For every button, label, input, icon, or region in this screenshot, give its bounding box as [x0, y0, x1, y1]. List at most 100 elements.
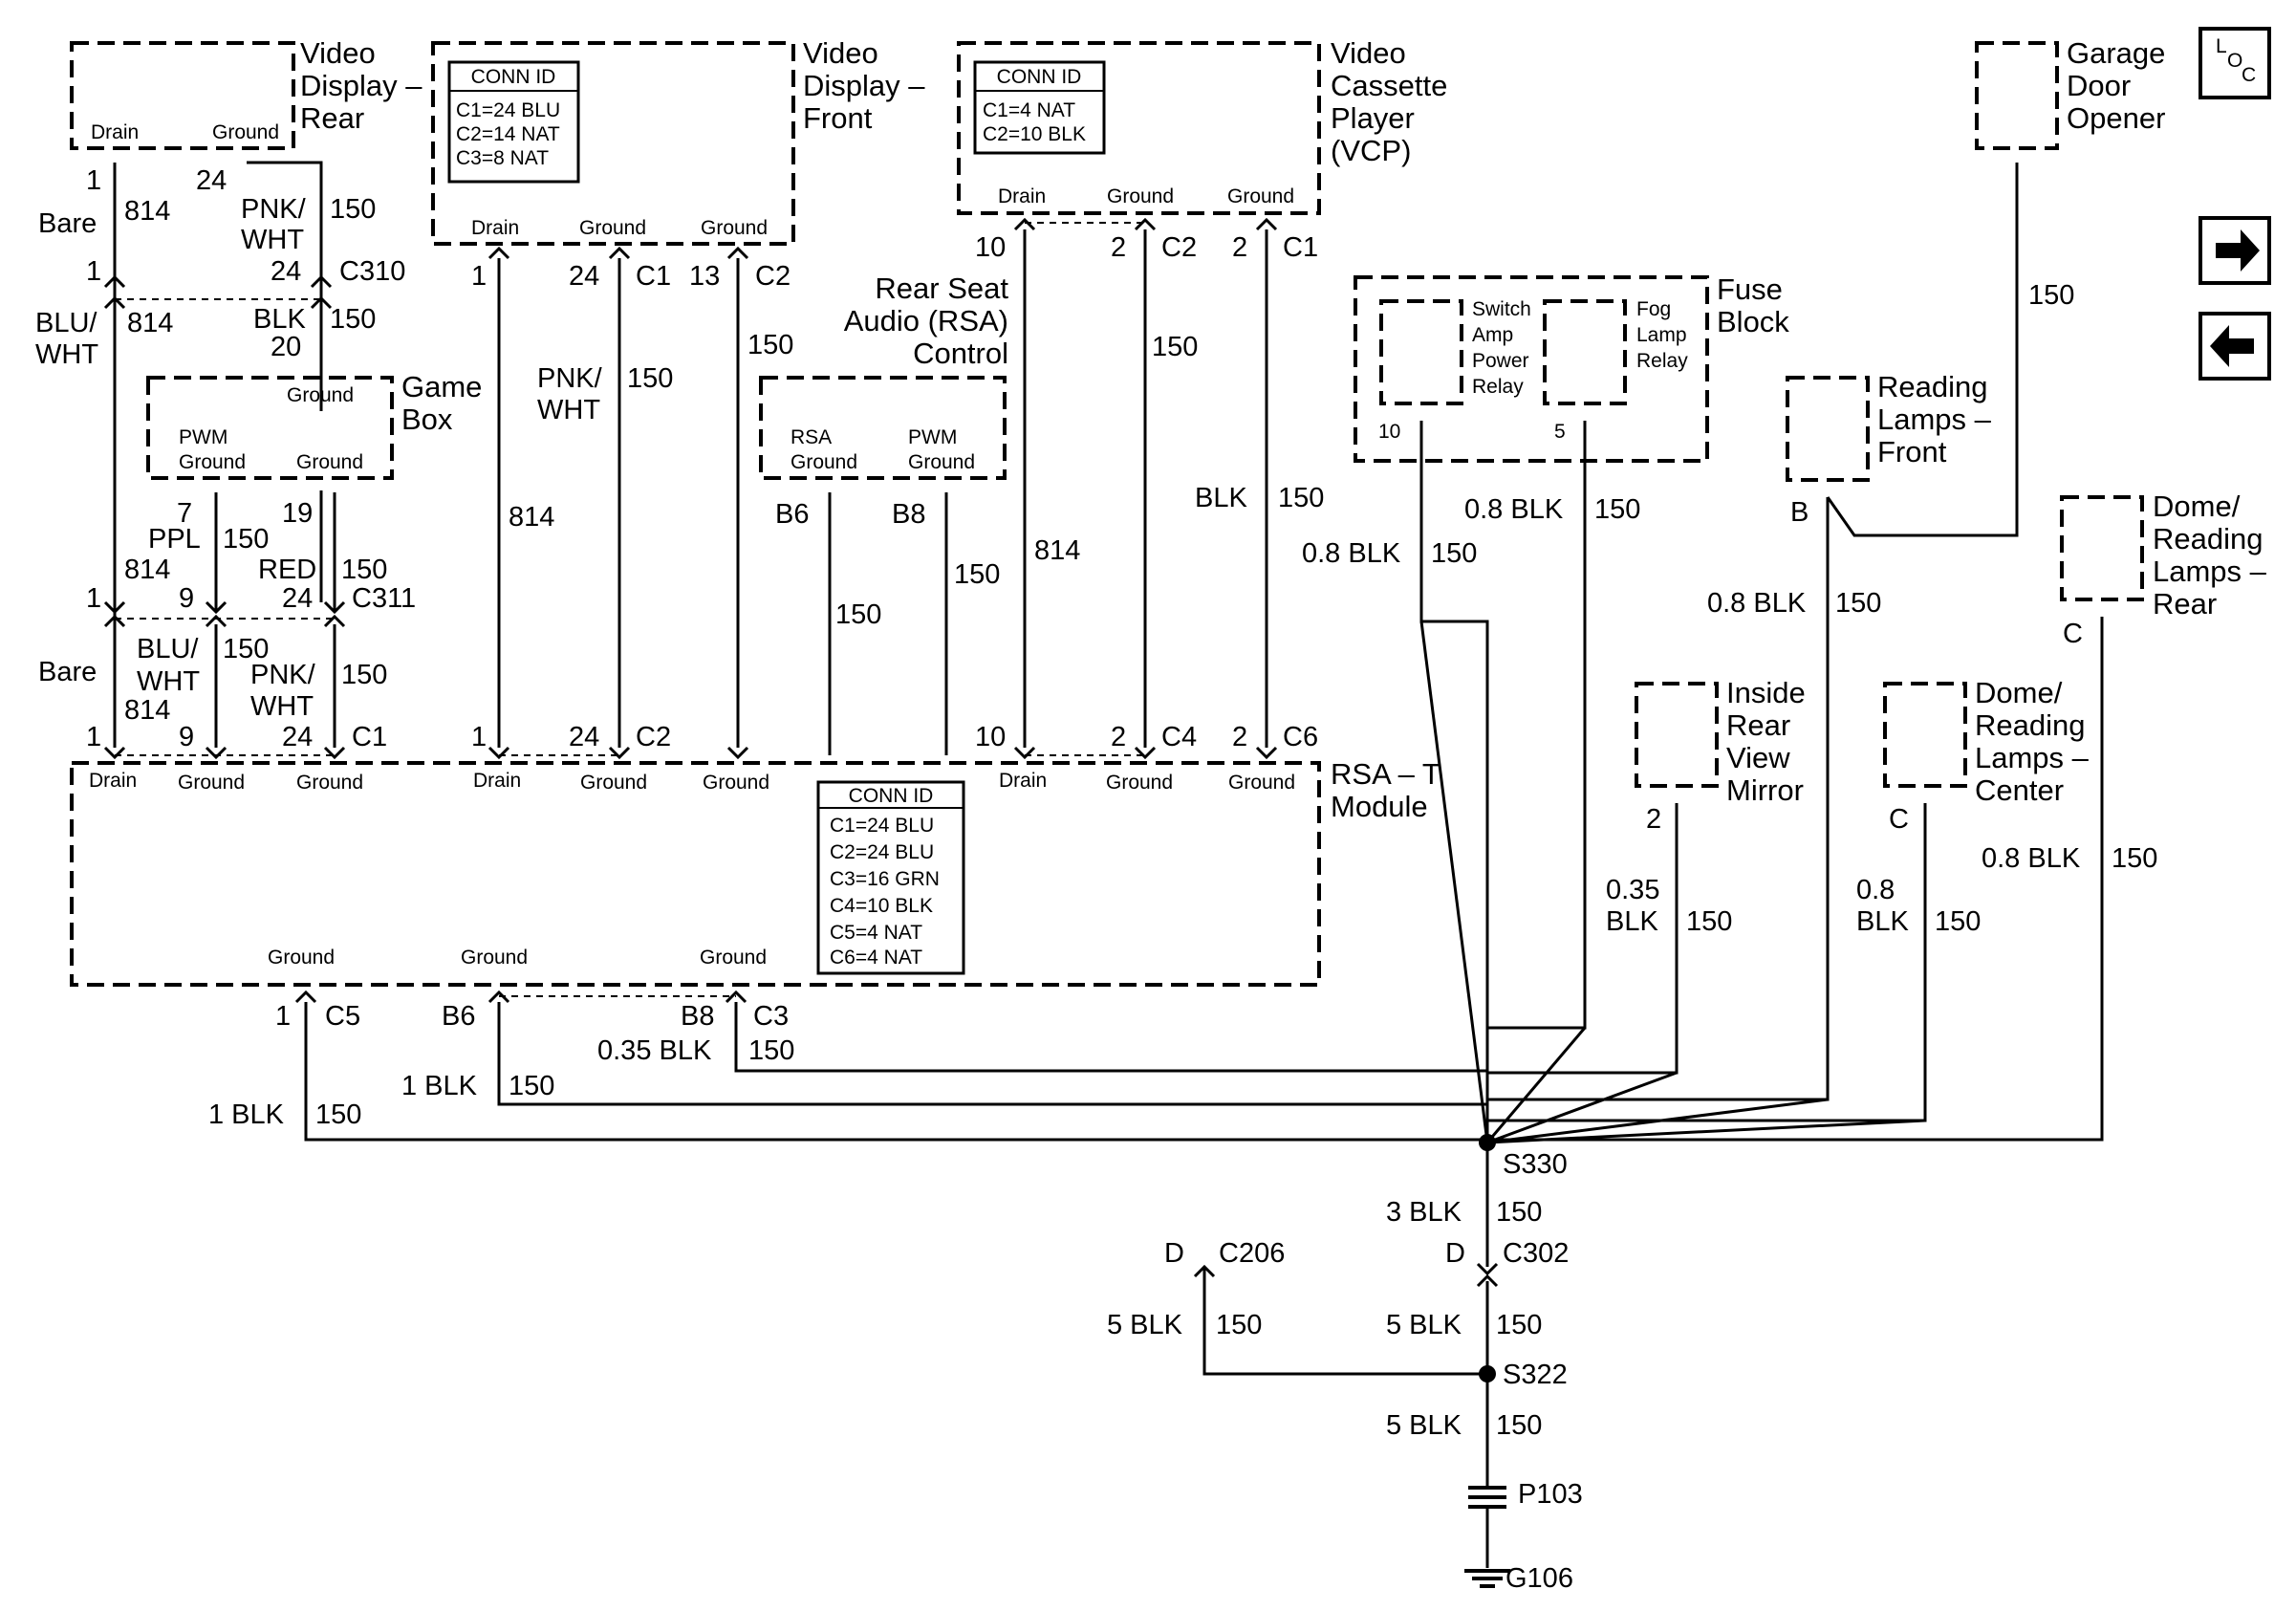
svg-text:Drain: Drain: [89, 770, 137, 792]
svg-text:2: 2: [1111, 722, 1126, 752]
prev-page-button[interactable]: [2199, 312, 2271, 381]
p103-label: P103: [1518, 1479, 1583, 1510]
svg-text:Garage: Garage: [2067, 36, 2165, 70]
svg-text:150: 150: [1152, 332, 1198, 362]
svg-text:Reading: Reading: [1877, 370, 1987, 403]
svg-text:Video: Video: [1331, 36, 1406, 70]
svg-text:Rear: Rear: [300, 101, 364, 135]
loc-icon-letter: O: [2227, 50, 2242, 72]
dome-lamps-rear-box: [2060, 495, 2144, 601]
svg-text:Display –: Display –: [803, 69, 925, 102]
svg-text:1: 1: [471, 722, 487, 752]
svg-text:C2=24 BLU: C2=24 BLU: [830, 841, 934, 863]
svg-text:Cassette: Cassette: [1331, 69, 1447, 102]
svg-text:Lamps –: Lamps –: [1975, 741, 2090, 774]
svg-text:C6: C6: [1283, 722, 1318, 752]
svg-text:C1: C1: [352, 722, 387, 752]
svg-text:B: B: [1790, 497, 1809, 528]
svg-text:Ground: Ground: [701, 217, 768, 239]
svg-text:2: 2: [1646, 804, 1661, 835]
svg-text:Bare: Bare: [38, 657, 97, 687]
svg-text:24: 24: [569, 722, 599, 752]
svg-text:10: 10: [975, 232, 1006, 263]
svg-text:Relay: Relay: [1472, 376, 1524, 398]
svg-text:CONN ID: CONN ID: [849, 785, 934, 807]
svg-text:B8: B8: [892, 499, 925, 530]
splice-s322-label: S322: [1503, 1360, 1568, 1390]
splice-s330-dot: [1479, 1134, 1496, 1151]
svg-text:Ground: Ground: [461, 947, 528, 969]
svg-text:C: C: [1889, 804, 1909, 835]
pin-labels: Drain Ground Drain Ground Ground Drain G…: [89, 121, 1566, 969]
svg-text:150: 150: [315, 1099, 361, 1130]
svg-text:C310: C310: [339, 256, 405, 287]
svg-text:Ground: Ground: [296, 451, 363, 473]
fog-lamp-relay-box: [1543, 299, 1627, 405]
terminal-numbers: 1 24 1 24 20 7 19 1 9 24 1 9 24 1 24 1 2…: [86, 165, 2083, 1269]
svg-text:C1: C1: [636, 261, 671, 292]
svg-text:Lamp: Lamp: [1636, 324, 1687, 346]
loc-button[interactable]: L O C: [2199, 27, 2271, 99]
svg-text:Ground: Ground: [268, 947, 335, 969]
svg-text:C1=4 NAT: C1=4 NAT: [983, 99, 1075, 121]
svg-text:Opener: Opener: [2067, 101, 2165, 135]
video-display-front-box: [431, 41, 795, 246]
svg-text:RED: RED: [258, 555, 316, 585]
svg-text:150: 150: [2112, 843, 2157, 874]
component-captions: Video Display – Rear Video Display – Fro…: [300, 36, 2267, 823]
rsa-control-box: [759, 376, 1007, 480]
video-display-rear-box: [70, 41, 295, 150]
svg-text:Ground: Ground: [296, 772, 363, 794]
svg-text:24: 24: [282, 583, 313, 614]
svg-text:Ground: Ground: [1228, 772, 1295, 794]
svg-text:150: 150: [748, 1035, 794, 1066]
svg-text:5 BLK: 5 BLK: [1386, 1410, 1462, 1441]
svg-text:5 BLK: 5 BLK: [1107, 1310, 1183, 1340]
loc-icon-frame[interactable]: [2199, 27, 2271, 99]
svg-text:PNK/: PNK/: [537, 363, 603, 394]
svg-text:150: 150: [954, 559, 1000, 590]
svg-text:Box: Box: [401, 403, 453, 436]
svg-text:814: 814: [124, 196, 170, 227]
svg-text:WHT: WHT: [35, 339, 98, 370]
conn-id-front: CONN ID C1=24 BLU C2=14 NAT C3=8 NAT: [447, 60, 580, 184]
svg-text:C311: C311: [352, 583, 416, 614]
svg-text:C302: C302: [1503, 1238, 1569, 1269]
connector-symbols: [103, 217, 1499, 1288]
svg-text:814: 814: [1034, 535, 1080, 566]
svg-text:150: 150: [341, 660, 387, 690]
svg-text:150: 150: [1496, 1410, 1542, 1441]
svg-text:Drain: Drain: [471, 217, 519, 239]
svg-text:10: 10: [1378, 421, 1400, 443]
svg-text:150: 150: [1431, 538, 1477, 569]
svg-text:24: 24: [569, 261, 599, 292]
inside-mirror-box: [1635, 682, 1719, 788]
svg-text:C: C: [2063, 619, 2083, 649]
conn-id-module: CONN ID C1=24 BLU C2=24 BLU C3=16 GRN C4…: [816, 780, 965, 975]
svg-text:150: 150: [509, 1071, 554, 1101]
svg-text:Ground: Ground: [287, 384, 354, 406]
svg-text:PWM: PWM: [908, 426, 957, 448]
wire-labels: Bare 814 PNK/ WHT 150 BLU/ WHT 814 BLK 1…: [35, 194, 2157, 1441]
svg-text:C4=10 BLK: C4=10 BLK: [830, 895, 933, 917]
svg-text:Ground: Ground: [908, 451, 975, 473]
svg-text:9: 9: [179, 722, 194, 752]
svg-text:BLK: BLK: [1606, 906, 1658, 937]
svg-text:C6=4 NAT: C6=4 NAT: [830, 947, 922, 969]
game-box-box: [146, 376, 394, 480]
svg-text:24: 24: [271, 256, 301, 287]
svg-text:20: 20: [271, 332, 301, 362]
g106-label: G106: [1505, 1563, 1573, 1594]
next-page-button[interactable]: [2199, 216, 2271, 285]
svg-text:C206: C206: [1219, 1238, 1285, 1269]
svg-text:Drain: Drain: [91, 121, 139, 143]
svg-text:PWM: PWM: [179, 426, 227, 448]
reading-lamps-front-box: [1786, 376, 1870, 482]
svg-text:2: 2: [1111, 232, 1126, 263]
svg-text:Front: Front: [1877, 435, 1947, 468]
loc-icon-letter: L: [2216, 35, 2227, 57]
svg-text:Dome/: Dome/: [2153, 490, 2241, 523]
svg-text:Front: Front: [803, 101, 873, 135]
svg-text:BLU/: BLU/: [137, 634, 199, 664]
svg-text:Ground: Ground: [178, 772, 245, 794]
